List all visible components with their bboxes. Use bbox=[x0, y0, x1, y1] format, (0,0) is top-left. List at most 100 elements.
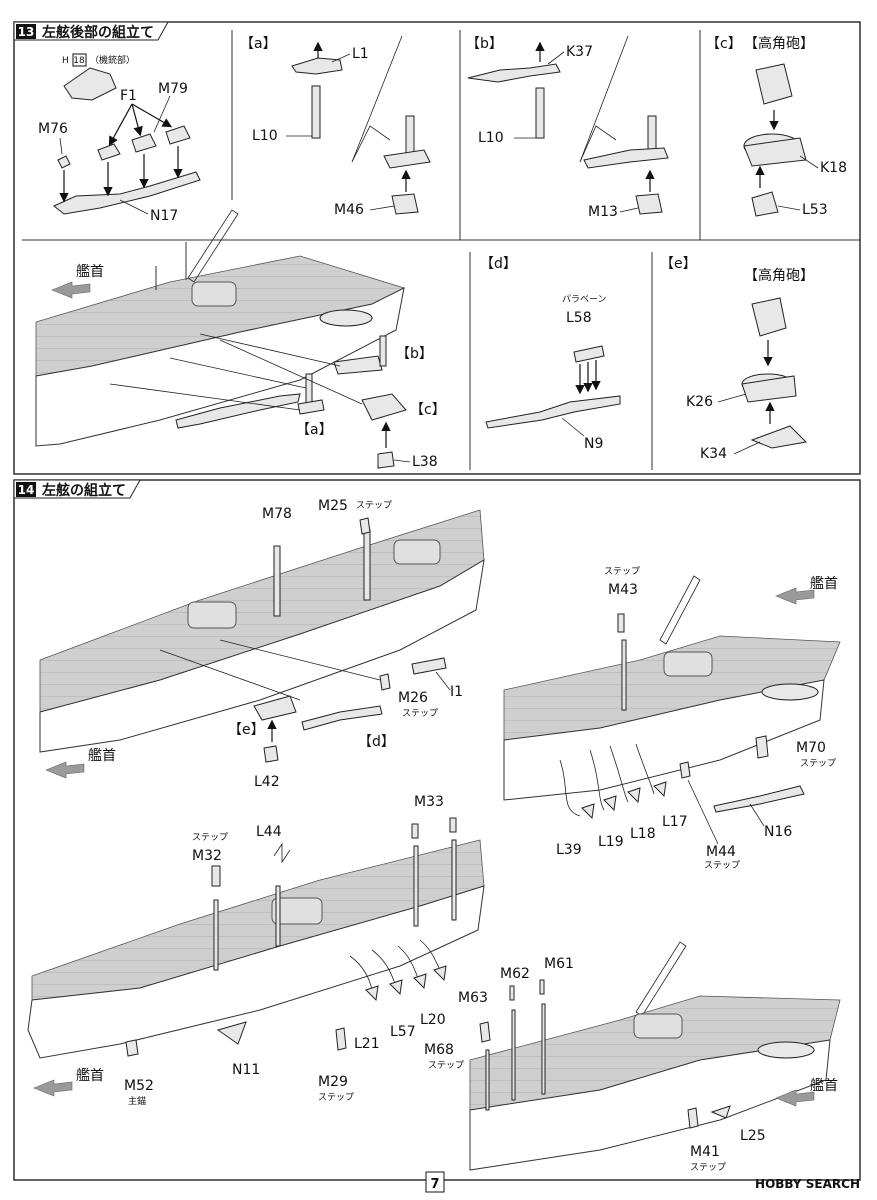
svg-text:18: 18 bbox=[73, 56, 85, 66]
svg-text:ステップ: ステップ bbox=[690, 1162, 726, 1173]
svg-text:K18: K18 bbox=[820, 160, 847, 176]
svg-text:L39: L39 bbox=[556, 842, 582, 858]
svg-text:L18: L18 bbox=[630, 826, 656, 842]
svg-text:ステップ: ステップ bbox=[318, 1092, 354, 1103]
svg-text:H: H bbox=[62, 56, 69, 66]
step13-badge bbox=[16, 24, 36, 39]
step13-sub-b: 【b】 K37 L10 M13 bbox=[466, 35, 669, 220]
svg-text:M33: M33 bbox=[414, 794, 444, 810]
svg-text:ステップ: ステップ bbox=[604, 566, 640, 577]
svg-text:L20: L20 bbox=[420, 1012, 446, 1028]
svg-text:N11: N11 bbox=[232, 1062, 260, 1078]
step13-section: 13 左舷後部の組立て H 18 （機銃部） bbox=[13, 21, 861, 475]
bow-arrow-icon bbox=[45, 761, 85, 779]
svg-text:L42: L42 bbox=[254, 774, 280, 790]
page-number-box bbox=[425, 1171, 445, 1193]
svg-text:L57: L57 bbox=[390, 1024, 416, 1040]
step13-ship-view: 艦首 【b】 【c】 【a】 L38 bbox=[35, 209, 446, 470]
svg-text:（機銃部）: （機銃部） bbox=[90, 54, 135, 66]
svg-text:【高角砲】: 【高角砲】 bbox=[744, 267, 814, 284]
svg-text:L53: L53 bbox=[802, 202, 828, 218]
svg-text:パラベーン: パラベーン bbox=[562, 294, 607, 305]
svg-text:【b】: 【b】 bbox=[466, 36, 503, 52]
boat bbox=[319, 309, 373, 327]
bow-arrow-icon bbox=[775, 1089, 815, 1107]
svg-text:ステップ: ステップ bbox=[800, 758, 836, 769]
page-number: 7 bbox=[430, 1177, 439, 1192]
svg-text:M79: M79 bbox=[158, 81, 188, 97]
bow-arrow-icon bbox=[33, 1079, 73, 1097]
svg-text:M32: M32 bbox=[192, 848, 222, 864]
n9-part bbox=[485, 395, 621, 429]
hull-side bbox=[35, 287, 405, 447]
svg-text:【高角砲】: 【高角砲】 bbox=[744, 35, 814, 52]
svg-text:M44: M44 bbox=[706, 844, 736, 860]
step13-sub-d: 【d】 パラベーン L58 N9 bbox=[480, 256, 621, 452]
svg-text:【e】: 【e】 bbox=[228, 722, 265, 738]
svg-text:L58: L58 bbox=[566, 310, 592, 326]
svg-text:K26: K26 bbox=[686, 394, 713, 410]
svg-text:艦首: 艦首 bbox=[810, 1078, 838, 1094]
svg-text:L17: L17 bbox=[662, 814, 688, 830]
crane bbox=[187, 209, 239, 283]
svg-text:ステップ: ステップ bbox=[356, 500, 392, 511]
svg-text:M29: M29 bbox=[318, 1074, 348, 1090]
svg-text:L10: L10 bbox=[252, 128, 278, 144]
svg-text:N16: N16 bbox=[764, 824, 792, 840]
bow-arrow-icon bbox=[775, 587, 815, 605]
svg-text:M63: M63 bbox=[458, 990, 488, 1006]
step14-number: 14 bbox=[18, 483, 35, 497]
step13-sub-c: 【c】 【高角砲】 K18 L53 bbox=[706, 35, 847, 218]
svg-text:M46: M46 bbox=[334, 202, 364, 218]
svg-text:艦首: 艦首 bbox=[76, 1068, 104, 1084]
svg-text:L19: L19 bbox=[598, 834, 624, 850]
step14-section: 14 左舷の組立て M78 M25 ステップ I1 M26 ステップ 【e】 【… bbox=[13, 479, 861, 1181]
elevator bbox=[191, 281, 237, 307]
svg-text:L10: L10 bbox=[478, 130, 504, 146]
gun-room-part bbox=[63, 67, 117, 101]
svg-text:ステップ: ステップ bbox=[402, 708, 438, 719]
svg-text:ステップ: ステップ bbox=[428, 1060, 464, 1071]
step14-badge bbox=[16, 482, 36, 497]
svg-text:M68: M68 bbox=[424, 1042, 454, 1058]
svg-text:M13: M13 bbox=[588, 204, 618, 220]
svg-text:M52: M52 bbox=[124, 1078, 154, 1094]
step14-view3: ステップ M32 L44 M33 M63 L20 L57 L21 bbox=[27, 794, 488, 1107]
svg-text:M70: M70 bbox=[796, 740, 826, 756]
i1-boat bbox=[411, 657, 447, 675]
svg-text:【a】: 【a】 bbox=[296, 422, 333, 438]
svg-text:F1: F1 bbox=[120, 88, 137, 104]
svg-text:M25: M25 bbox=[318, 498, 348, 514]
step14-title: 左舷の組立て bbox=[41, 482, 126, 499]
svg-text:主錨: 主錨 bbox=[128, 1095, 146, 1107]
svg-text:L1: L1 bbox=[352, 46, 369, 62]
svg-text:【d】: 【d】 bbox=[358, 734, 395, 750]
svg-text:L21: L21 bbox=[354, 1036, 380, 1052]
step14-view2: 艦首 ステップ M43 M70 ステップ N16 L39 L19 bbox=[503, 566, 841, 871]
step14-view4: M62 M61 M68 ステップ M41 ステップ L25 艦首 bbox=[424, 941, 841, 1173]
step13-main-assembly: H 18 （機銃部） F1 M79 M76 N17 bbox=[38, 53, 201, 224]
step13-sub-a: 【a】 L1 L10 M46 bbox=[240, 35, 431, 218]
svg-text:艦首: 艦首 bbox=[810, 576, 838, 592]
svg-text:N9: N9 bbox=[584, 436, 603, 452]
svg-text:M76: M76 bbox=[38, 121, 68, 137]
svg-text:L25: L25 bbox=[740, 1128, 766, 1144]
svg-text:艦首: 艦首 bbox=[76, 264, 104, 280]
svg-text:【c】: 【c】 bbox=[410, 402, 446, 418]
svg-text:【d】: 【d】 bbox=[480, 256, 517, 272]
svg-text:艦首: 艦首 bbox=[88, 748, 116, 764]
step13-title: 左舷後部の組立て bbox=[41, 24, 154, 41]
svg-text:【e】: 【e】 bbox=[660, 256, 697, 272]
step13-frame bbox=[13, 21, 861, 475]
svg-text:M26: M26 bbox=[398, 690, 428, 706]
svg-text:【c】: 【c】 bbox=[706, 36, 742, 52]
svg-text:L38: L38 bbox=[412, 454, 438, 470]
svg-text:L44: L44 bbox=[256, 824, 282, 840]
step13-sub-e: 【e】 【高角砲】 K26 K34 bbox=[660, 256, 814, 462]
n17-base-part bbox=[53, 171, 201, 215]
svg-text:【a】: 【a】 bbox=[240, 36, 277, 52]
svg-text:K37: K37 bbox=[566, 44, 593, 60]
svg-text:M43: M43 bbox=[608, 582, 638, 598]
watermark: HOBBY SEARCH bbox=[755, 1177, 860, 1191]
